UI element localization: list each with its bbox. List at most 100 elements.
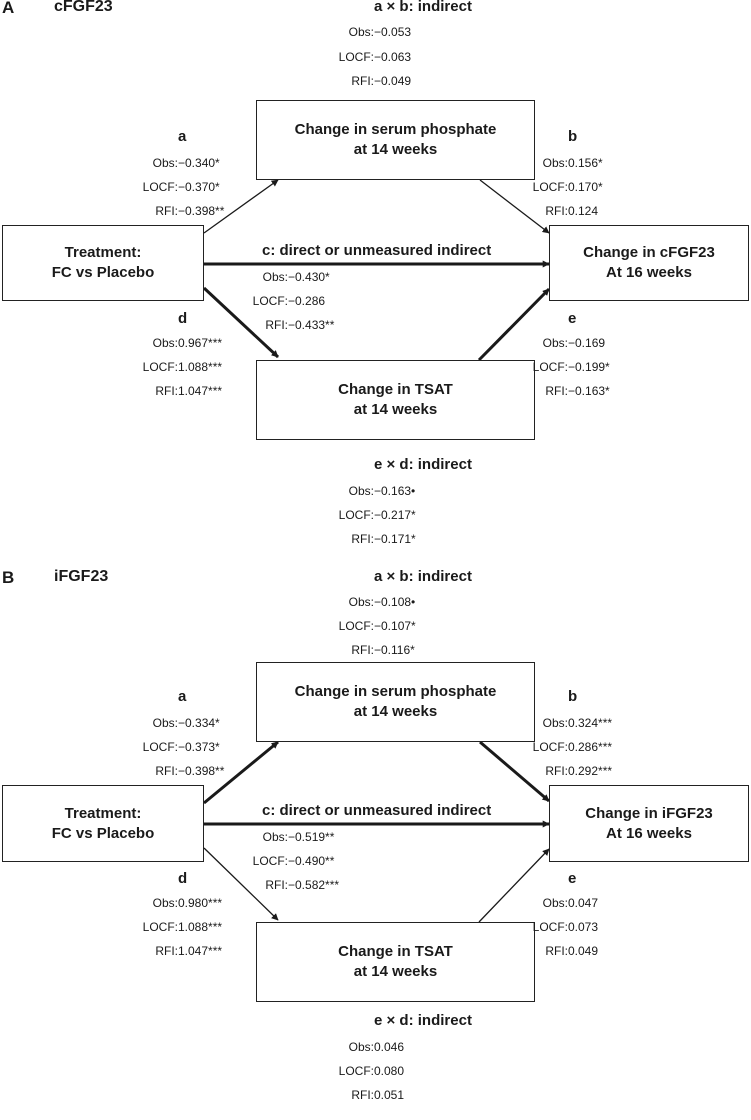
box-line: Treatment: — [64, 804, 142, 822]
path-a-arrow — [203, 740, 279, 805]
stat-value: −0.373* — [178, 740, 220, 754]
stat-key: Obs: — [262, 270, 288, 284]
stat-key: RFI: — [545, 944, 568, 958]
stat-key: Obs: — [542, 716, 568, 730]
stat-value: −0.334* — [178, 716, 220, 730]
treatment-box: Treatment: FC vs Placebo — [2, 785, 204, 862]
path-exd-label: e × d: indirect — [374, 1012, 472, 1029]
box-line: FC vs Placebo — [51, 264, 155, 281]
panel-b-arrows — [203, 740, 550, 923]
stat-key: Obs: — [262, 830, 288, 844]
stat-value: −0.286 — [288, 294, 326, 308]
treatment-box: Treatment: FC vs Placebo — [2, 225, 204, 301]
path-d-arrow — [203, 847, 279, 921]
stat-key: LOCF: — [142, 920, 178, 934]
stat-key: LOCF: — [338, 50, 374, 64]
stat-key: RFI: — [265, 878, 288, 892]
tsat-box: Change in TSAT at 14 weeks — [256, 360, 535, 440]
serum-phosphate-box: Change in serum phosphate at 14 weeks — [256, 662, 535, 742]
stat-key: RFI: — [265, 318, 288, 332]
stat-key: LOCF: — [338, 508, 374, 522]
box-line: Change in TSAT — [338, 943, 453, 960]
tsat-box: Change in TSAT at 14 weeks — [256, 922, 535, 1002]
stat-value: −0.108• — [374, 595, 416, 609]
stat-value: 0.980*** — [178, 896, 223, 910]
panel-letter: B — [2, 568, 15, 587]
box-line: Change in TSAT — [338, 381, 453, 398]
stat-key: Obs: — [348, 25, 374, 39]
path-a-label: a — [178, 688, 187, 705]
path-c-label: c: direct or unmeasured indirect — [262, 242, 492, 259]
stat-value: 0.046 — [374, 1040, 405, 1054]
stat-key: Obs: — [542, 156, 568, 170]
stat-value: −0.340* — [178, 156, 220, 170]
stat-key: LOCF: — [142, 740, 178, 754]
panel-b: B iFGF23 Treatment: FC vs Placebo Change… — [0, 568, 751, 1120]
stat-value: −0.430* — [288, 270, 330, 284]
stat-value: −0.053 — [374, 25, 412, 39]
stat-key: RFI: — [155, 944, 178, 958]
path-e-arrow — [477, 287, 551, 362]
stat-key: LOCF: — [532, 180, 568, 194]
stat-key: LOCF: — [338, 619, 374, 633]
stat-key: Obs: — [348, 484, 374, 498]
stat-value: 0.080 — [374, 1064, 405, 1078]
stat-value: −0.163• — [374, 484, 416, 498]
stat-key: RFI: — [351, 1088, 374, 1102]
stat-key: Obs: — [542, 336, 568, 350]
box-line: FC vs Placebo — [51, 824, 155, 842]
stat-key: RFI: — [155, 764, 178, 778]
box-line: At 16 weeks — [606, 264, 692, 281]
box-line: At 16 weeks — [606, 824, 692, 842]
stat-key: Obs: — [152, 896, 178, 910]
stat-key: Obs: — [152, 336, 178, 350]
stat-key: LOCF: — [532, 920, 568, 934]
box-line: Change in serum phosphate — [294, 683, 497, 700]
path-b-arrow — [479, 740, 550, 803]
stat-key: LOCF: — [252, 854, 288, 868]
stat-key: LOCF: — [338, 1064, 374, 1078]
stat-value: 0.047 — [568, 896, 599, 910]
stat-key: RFI: — [351, 532, 374, 546]
box-line: Change in cFGF23 — [583, 244, 715, 261]
stat-value: −0.217* — [374, 508, 416, 522]
stat-value: −0.116* — [374, 643, 415, 657]
stat-value: −0.199* — [568, 360, 610, 374]
stat-key: RFI: — [545, 764, 568, 778]
box-line: Change in serum phosphate — [294, 121, 497, 138]
panel-letter: A — [2, 0, 15, 17]
stat-value: 0.124 — [568, 204, 599, 218]
stat-value: −0.163* — [568, 384, 610, 398]
path-e-label: e — [568, 310, 577, 327]
stat-value: 0.051 — [374, 1088, 405, 1102]
panel-title: iFGF23 — [54, 568, 109, 585]
stat-value: 0.049 — [568, 944, 599, 958]
stat-key: RFI: — [351, 74, 374, 88]
path-b-label: b — [568, 688, 578, 705]
stat-key: Obs: — [348, 595, 374, 609]
stat-value: 0.324*** — [568, 716, 613, 730]
path-a-label: a — [178, 128, 187, 145]
stat-value: 0.170* — [568, 180, 603, 194]
panel-a-arrows — [202, 179, 551, 362]
outcome-box: Change in iFGF23 At 16 weeks — [549, 785, 749, 862]
stat-value: −0.171* — [374, 532, 416, 546]
stat-value: 1.088*** — [178, 920, 223, 934]
box-line: at 14 weeks — [353, 963, 438, 980]
stat-value: −0.063 — [374, 50, 412, 64]
path-b-label: b — [568, 128, 578, 145]
path-d-label: d — [178, 310, 188, 327]
stat-value: −0.107* — [374, 619, 416, 633]
stat-key: Obs: — [348, 1040, 374, 1054]
stat-value: 0.292*** — [568, 764, 613, 778]
stat-value: −0.433** — [288, 318, 335, 332]
stat-key: LOCF: — [252, 294, 288, 308]
stat-value: −0.490** — [288, 854, 335, 868]
stat-key: RFI: — [351, 643, 374, 657]
stat-key: LOCF: — [532, 740, 568, 754]
box-line: at 14 weeks — [353, 141, 438, 158]
path-exd-label: e × d: indirect — [374, 456, 472, 473]
stat-value: −0.169 — [568, 336, 606, 350]
stat-value: −0.398** — [178, 204, 225, 218]
path-b-arrow — [479, 179, 550, 234]
